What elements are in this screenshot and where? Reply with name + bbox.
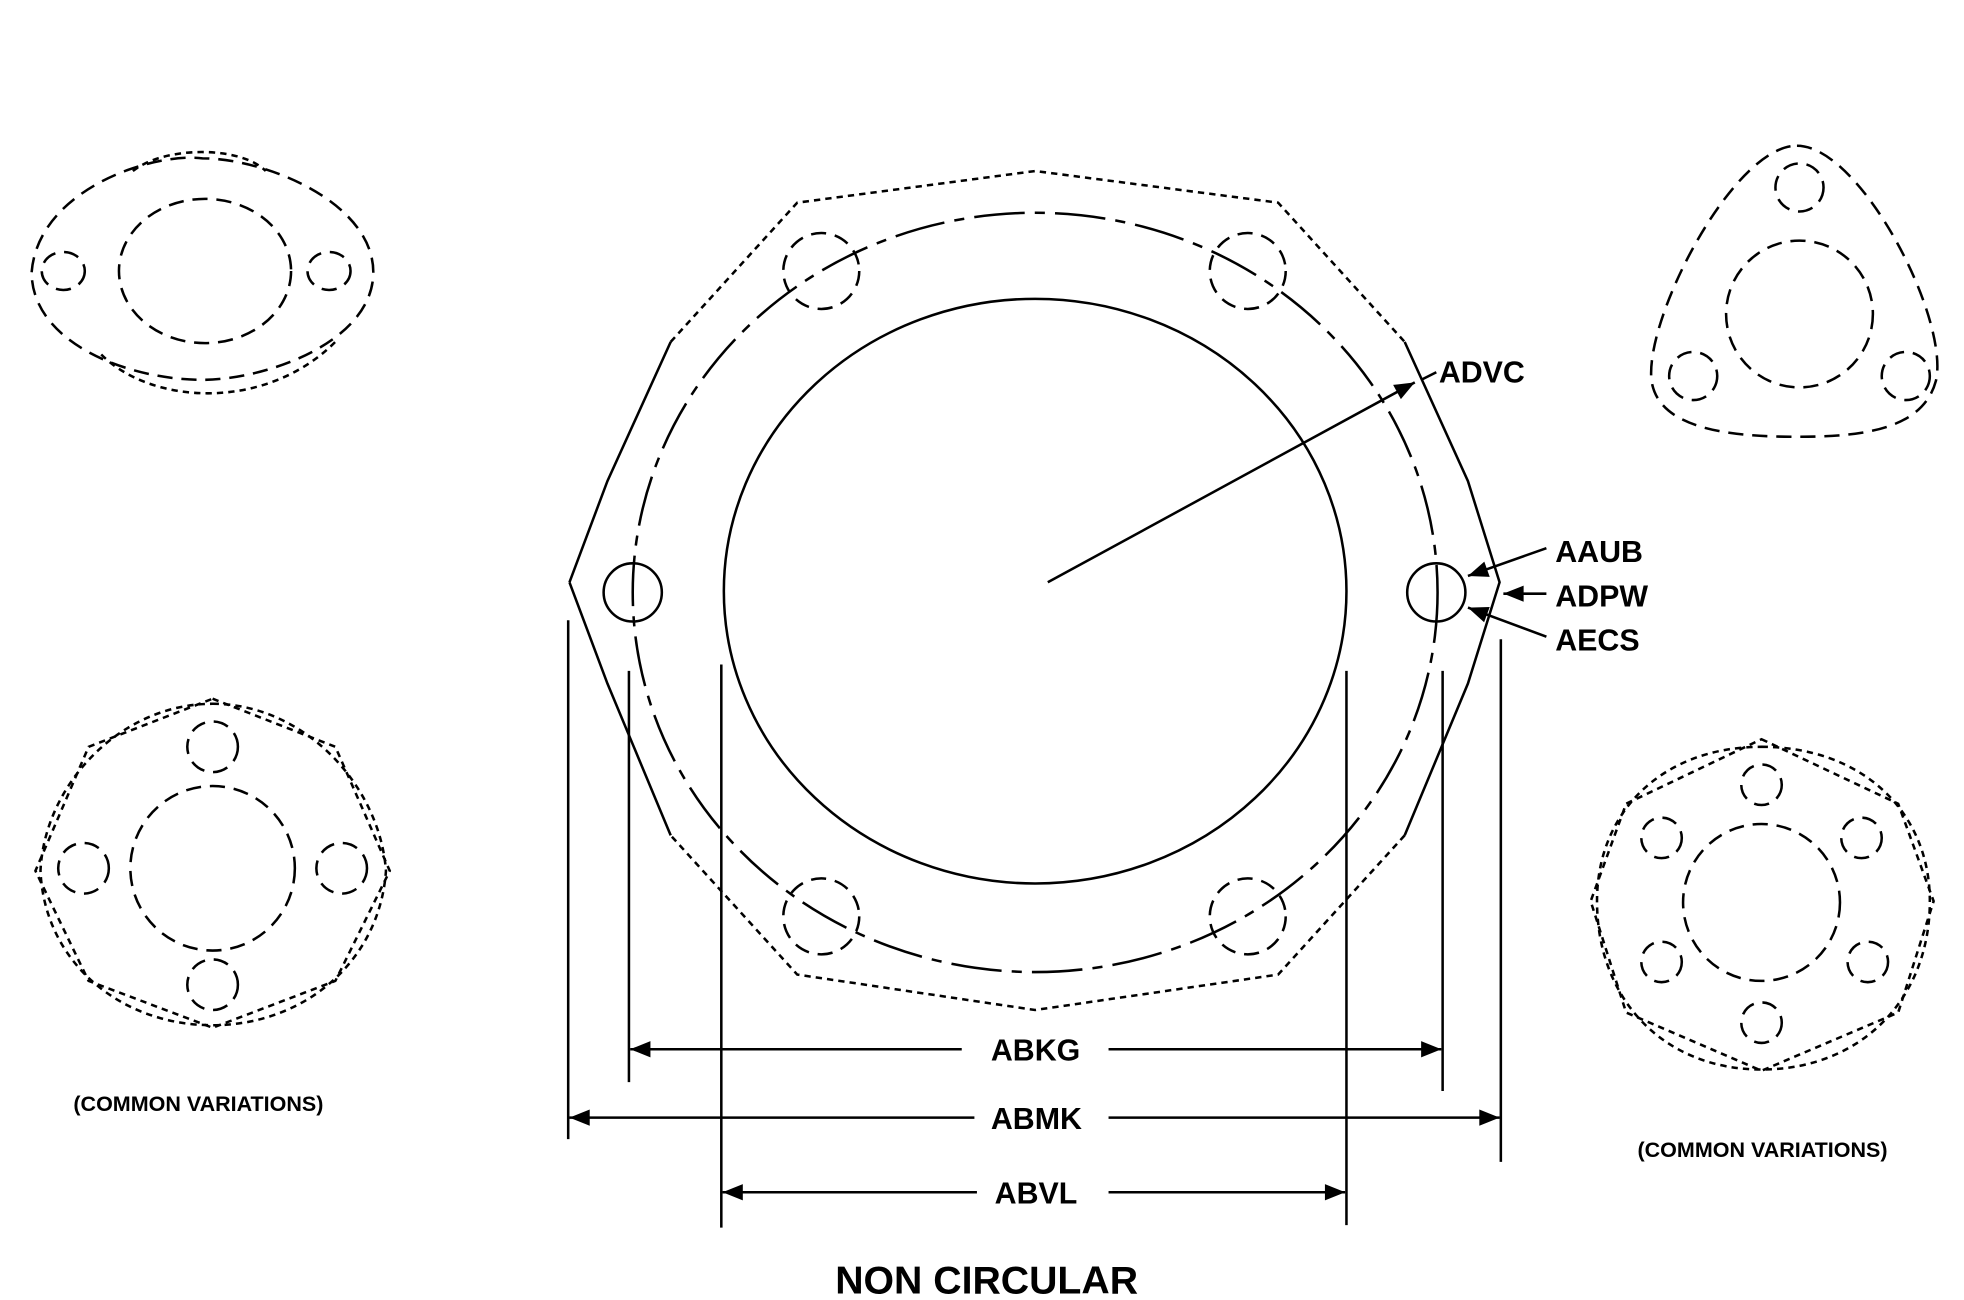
variation-two-hole	[30, 150, 375, 395]
bolt-circle	[631, 211, 1439, 974]
center-bore	[722, 297, 1348, 885]
label-aecs: AECS	[1555, 625, 1639, 658]
bolt-hole-right	[1405, 562, 1467, 623]
label-abmk: ABMK	[991, 1103, 1082, 1136]
label-advc: ADVC	[1439, 356, 1525, 389]
caption-common-variations-left: (COMMON VARIATIONS)	[73, 1092, 323, 1116]
label-adpw: ADPW	[1555, 580, 1648, 613]
caption-common-variations-right: (COMMON VARIATIONS)	[1638, 1138, 1888, 1162]
label-abvl: ABVL	[995, 1178, 1078, 1211]
main-flange	[566, 169, 1547, 1228]
label-abkg: ABKG	[991, 1035, 1080, 1068]
variation-three-hole	[1649, 144, 1939, 439]
drawing-title: NON CIRCULAR	[835, 1258, 1138, 1300]
bolt-hole-left	[602, 562, 664, 623]
label-aaub: AAUB	[1555, 536, 1643, 569]
variation-four-hole	[34, 697, 392, 1030]
variation-six-hole	[1589, 737, 1935, 1073]
